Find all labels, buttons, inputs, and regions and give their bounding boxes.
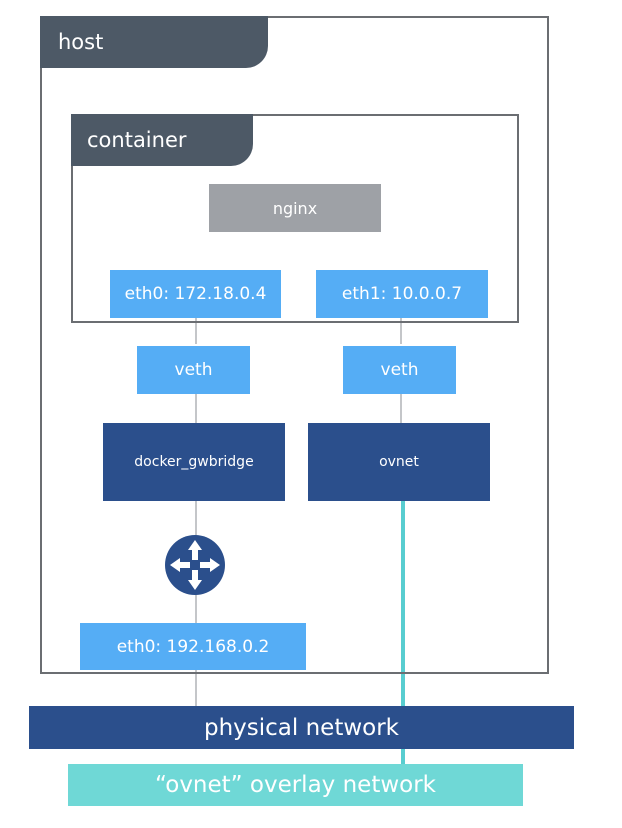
container-tab: container xyxy=(71,114,253,166)
host-label: host xyxy=(58,30,104,54)
veth-right-box: veth xyxy=(343,346,456,394)
line-veth-ovnet xyxy=(400,394,402,424)
line-ovnet-overlay xyxy=(401,501,405,766)
line-eth0-veth xyxy=(195,318,197,344)
line-eth1-veth xyxy=(400,318,402,344)
eth1-container-label: eth1: 10.0.0.7 xyxy=(341,284,463,304)
overlay-network-bar: “ovnet” overlay network xyxy=(68,764,523,806)
eth0-container-label: eth0: 172.18.0.4 xyxy=(124,284,267,304)
veth-right-label: veth xyxy=(380,360,419,380)
router-icon xyxy=(164,535,226,595)
overlay-network-label: “ovnet” overlay network xyxy=(155,772,436,798)
veth-left-label: veth xyxy=(174,360,213,380)
host-tab: host xyxy=(40,16,268,68)
ovnet-label: ovnet xyxy=(379,454,419,470)
line-eth0-physical xyxy=(195,670,197,708)
line-router-eth0 xyxy=(195,592,197,624)
container-frame xyxy=(71,114,519,323)
nginx-label: nginx xyxy=(272,198,318,218)
docker-gwbridge-box: docker_gwbridge xyxy=(103,423,285,501)
eth1-container-box: eth1: 10.0.0.7 xyxy=(316,270,488,318)
eth0-host-box: eth0: 192.168.0.2 xyxy=(80,623,306,670)
line-veth-gwbridge xyxy=(195,394,197,424)
docker-gwbridge-label: docker_gwbridge xyxy=(134,454,254,470)
ovnet-box: ovnet xyxy=(308,423,490,501)
eth0-host-label: eth0: 192.168.0.2 xyxy=(116,636,270,657)
line-gwbridge-router xyxy=(195,500,197,536)
eth0-container-box: eth0: 172.18.0.4 xyxy=(110,270,281,318)
physical-network-bar: physical network xyxy=(29,706,574,749)
host-frame xyxy=(40,16,549,674)
nginx-box: nginx xyxy=(209,184,381,232)
physical-network-label: physical network xyxy=(203,714,399,741)
veth-left-box: veth xyxy=(137,346,250,394)
container-label: container xyxy=(87,128,187,152)
